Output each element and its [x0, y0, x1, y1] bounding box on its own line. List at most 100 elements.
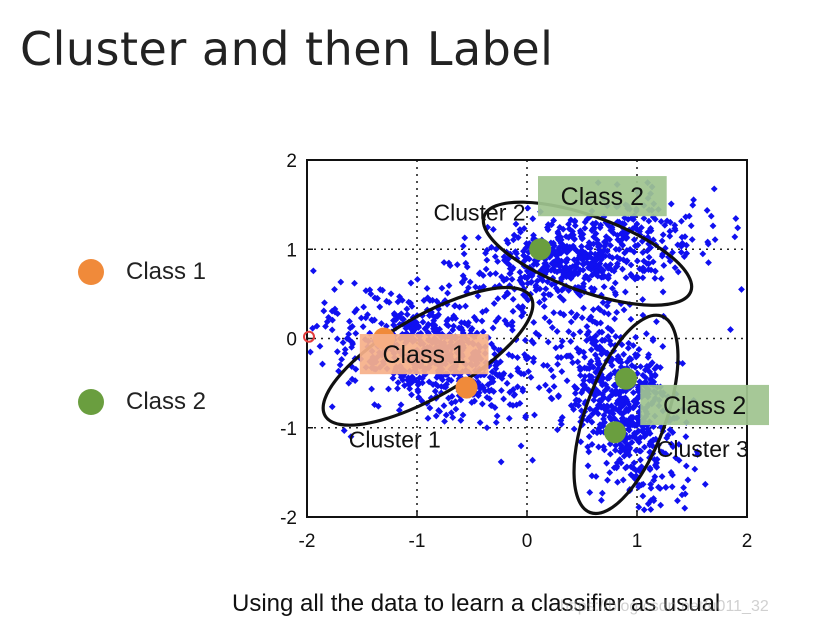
data-point — [346, 318, 353, 325]
data-point — [622, 274, 630, 282]
data-point — [433, 297, 441, 305]
data-point — [571, 389, 579, 397]
data-point — [478, 317, 486, 325]
data-point — [645, 266, 652, 273]
data-point — [535, 332, 543, 339]
data-point — [644, 364, 652, 371]
data-point — [626, 246, 634, 253]
data-point — [536, 298, 543, 306]
data-point — [432, 412, 440, 420]
data-point — [414, 386, 422, 394]
data-point — [648, 359, 656, 367]
data-point — [651, 456, 658, 463]
data-point — [582, 384, 589, 391]
data-point — [604, 384, 611, 392]
data-point — [612, 382, 620, 390]
data-point — [689, 201, 697, 209]
data-point — [607, 416, 615, 423]
data-point — [687, 222, 695, 230]
data-point — [368, 385, 376, 393]
data-point — [505, 415, 513, 422]
data-point — [666, 227, 674, 235]
data-point — [675, 440, 683, 448]
data-point — [627, 315, 635, 323]
data-point — [618, 341, 626, 349]
data-point — [567, 275, 575, 282]
data-point — [588, 440, 596, 448]
data-point — [507, 372, 515, 380]
data-point — [466, 278, 474, 286]
data-point — [367, 290, 375, 298]
legend-class-1: Class 1 — [78, 258, 206, 286]
class-2-dot-icon — [78, 389, 104, 415]
data-point — [341, 349, 349, 357]
data-point — [592, 230, 600, 238]
data-point — [541, 314, 549, 322]
data-point — [608, 225, 616, 233]
data-point — [351, 377, 359, 385]
data-point — [685, 212, 693, 220]
data-point — [517, 228, 524, 236]
data-point — [494, 295, 502, 303]
data-point — [491, 253, 499, 261]
data-point — [574, 249, 582, 256]
data-point — [510, 236, 517, 244]
data-point — [580, 304, 587, 312]
data-point — [290, 313, 297, 320]
data-point — [546, 318, 553, 326]
data-point — [394, 379, 402, 387]
data-point — [592, 473, 600, 480]
data-point — [351, 279, 358, 287]
data-point — [734, 224, 742, 232]
data-point — [483, 424, 491, 432]
data-point — [646, 430, 654, 437]
data-point — [608, 402, 615, 410]
data-point — [478, 400, 486, 408]
watermark-text: https://blog.csdn.net/u011_32 — [560, 598, 769, 615]
data-point — [572, 385, 580, 393]
data-point — [529, 215, 537, 223]
data-point — [671, 221, 679, 229]
data-point — [442, 411, 450, 419]
data-point — [619, 476, 627, 484]
data-point — [579, 260, 587, 268]
data-point — [328, 403, 336, 411]
data-point — [371, 294, 379, 302]
data-point — [414, 275, 421, 283]
data-point — [395, 406, 403, 414]
data-point — [581, 224, 589, 232]
data-point — [493, 412, 501, 420]
data-point — [519, 387, 527, 395]
data-point — [621, 231, 629, 239]
data-point — [608, 362, 616, 369]
data-point — [424, 329, 432, 336]
data-point — [509, 295, 517, 303]
data-point — [567, 309, 575, 316]
data-point — [463, 263, 471, 271]
legend-label-class-2: Class 2 — [126, 388, 207, 415]
data-point — [663, 434, 671, 442]
data-point — [703, 207, 711, 214]
data-point — [457, 396, 465, 404]
class-label-text: Class 1 — [382, 341, 465, 369]
data-point — [643, 260, 651, 267]
data-point — [596, 260, 604, 267]
data-point — [398, 296, 406, 304]
data-point — [594, 239, 601, 247]
data-point — [450, 312, 458, 320]
data-point — [597, 397, 605, 404]
data-point — [614, 406, 622, 414]
data-point — [631, 351, 639, 358]
data-point — [680, 253, 688, 261]
data-point — [731, 233, 739, 241]
data-point — [554, 426, 561, 434]
data-point — [348, 338, 356, 346]
data-point — [655, 535, 662, 542]
data-point — [637, 456, 644, 464]
data-point — [520, 247, 527, 255]
data-point — [592, 351, 599, 359]
data-point — [684, 476, 692, 484]
data-point — [449, 414, 457, 421]
data-point — [594, 357, 602, 365]
data-point — [589, 428, 597, 436]
